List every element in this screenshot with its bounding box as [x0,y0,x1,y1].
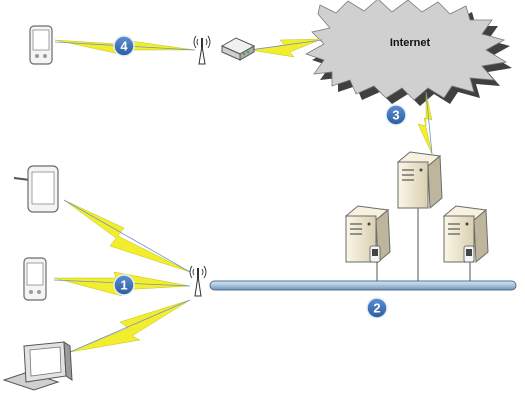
tablet-icon [13,165,59,213]
server-right-icon [442,205,489,264]
desktop-computer-icon [2,341,73,391]
link-line-tablet [63,199,191,273]
link-line-3 [425,91,433,155]
internet-cloud-label: Internet [390,37,431,49]
access-point-bottom-icon [189,265,207,297]
badge-3: 3 [385,104,407,126]
link-line-desktop [69,299,191,353]
pda-bottom-icon [23,257,47,301]
internet-cloud: Internet [305,0,512,106]
pda-top-icon [29,25,53,65]
badge-1-label: 1 [120,278,127,293]
server-right-plug-icon [463,245,475,263]
server-left-plug-icon [369,245,381,263]
badge-3-label: 3 [392,108,399,123]
network-bus [209,280,517,291]
modem-icon [220,37,256,61]
badge-1: 1 [113,274,135,296]
server-center-icon [396,151,443,210]
badge-4: 4 [113,35,135,57]
badge-4-label: 4 [120,39,128,54]
internet-cloud-body [305,0,508,101]
access-point-top-icon [193,35,211,65]
link-line-modem-cloud [249,39,323,51]
server-left-icon [344,205,391,264]
badge-2: 2 [366,297,388,319]
badge-2-label: 2 [373,301,380,316]
